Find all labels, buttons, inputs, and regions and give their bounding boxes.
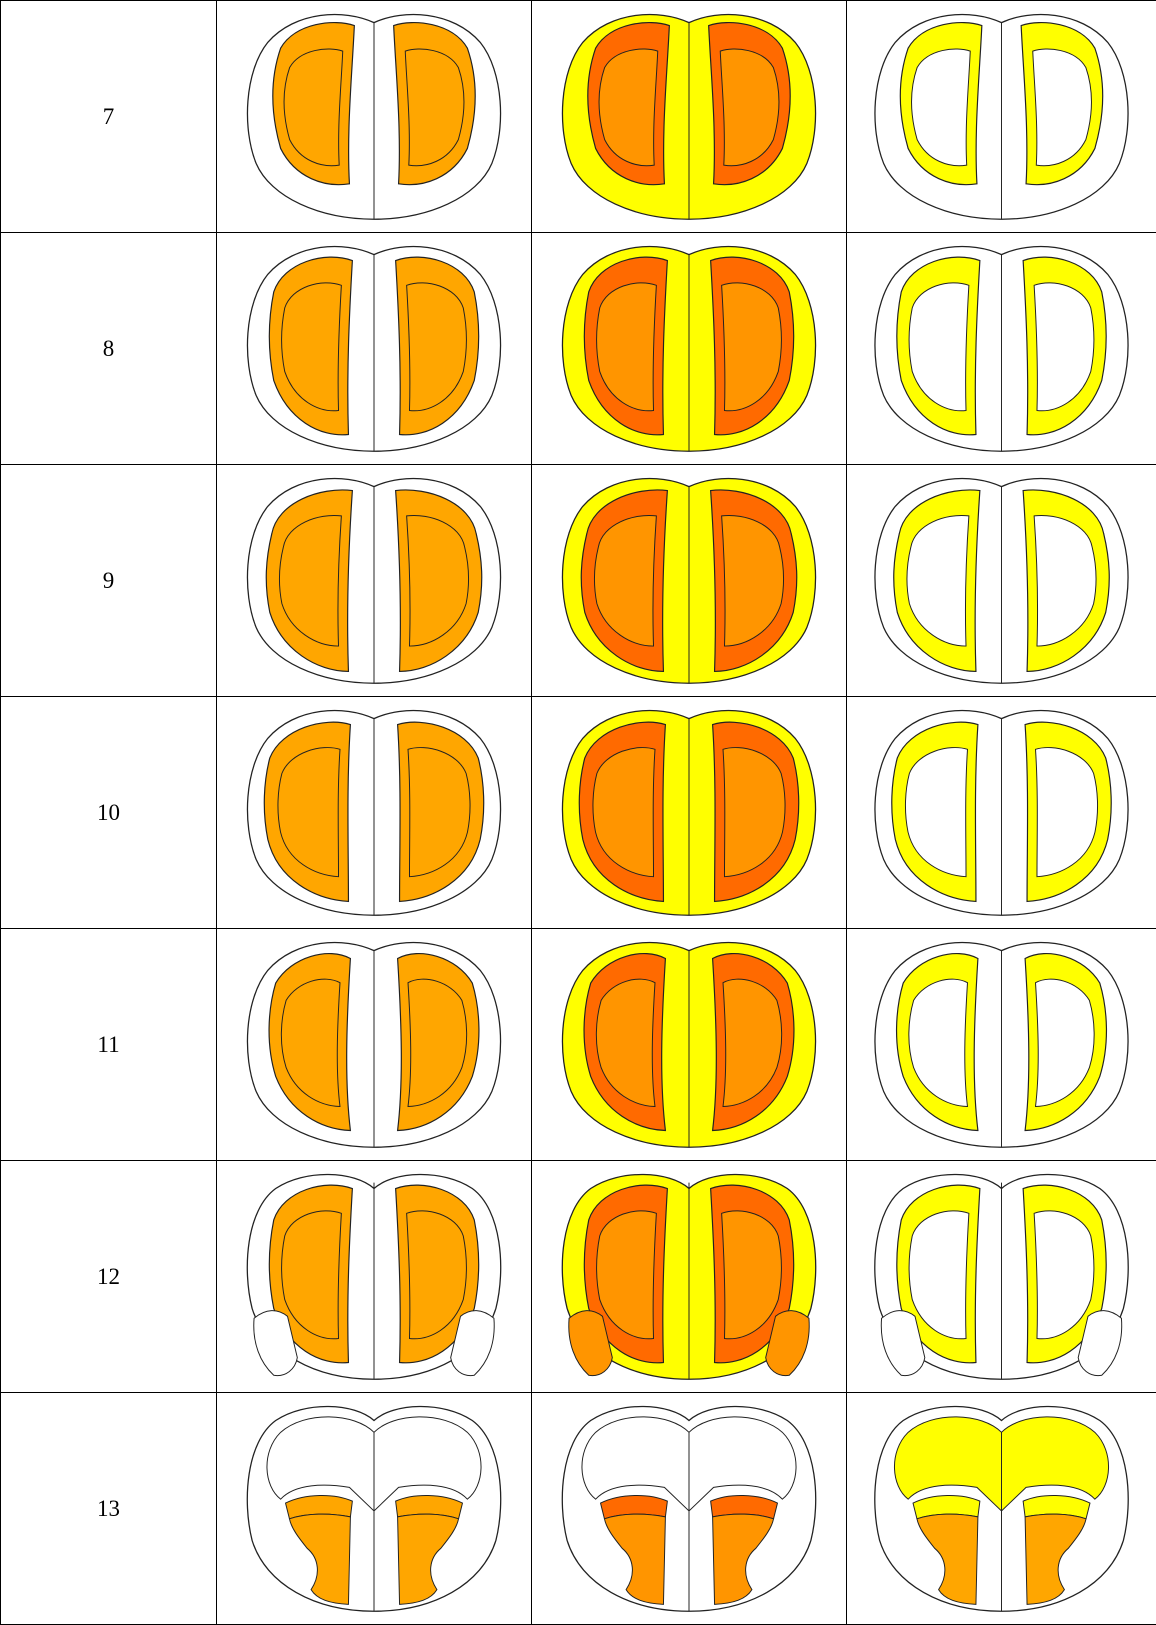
lobe-diagram: [847, 465, 1156, 696]
lobe-diagram: [847, 697, 1156, 928]
row-number-label: 12: [1, 1161, 217, 1393]
figure-cell: [532, 233, 847, 465]
lobe-diagram: [532, 1, 846, 232]
lobe-diagram: [532, 1393, 846, 1624]
lobe-diagram: [217, 929, 531, 1160]
figure-cell: [532, 465, 847, 697]
lobe-diagram: [532, 233, 846, 464]
lobe-diagram: [217, 233, 531, 464]
row-number-label: 10: [1, 697, 217, 929]
figure-cell: [847, 697, 1156, 929]
table-row: 13: [1, 1393, 1156, 1625]
figure-cell: [217, 697, 532, 929]
table-row: 7: [1, 1, 1156, 233]
table-row: 8: [1, 233, 1156, 465]
figure-cell: [217, 1161, 532, 1393]
lobe-diagram: [217, 1, 531, 232]
lobe-diagram: [847, 929, 1156, 1160]
figure-cell: [847, 233, 1156, 465]
lobe-diagram: [217, 697, 531, 928]
lobe-diagram: [217, 1161, 531, 1392]
figure-cell: [217, 1, 532, 233]
row-number-label: 7: [1, 1, 217, 233]
lobe-diagram: [217, 465, 531, 696]
figure-cell: [532, 697, 847, 929]
table-row: 11: [1, 929, 1156, 1161]
figure-cell: [847, 1393, 1156, 1625]
lobe-diagram: [847, 1393, 1156, 1624]
lobe-diagram: [532, 1161, 846, 1392]
lobe-diagram: [847, 1, 1156, 232]
figure-cell: [532, 929, 847, 1161]
lobe-diagram: [532, 929, 846, 1160]
lobe-diagram: [217, 1393, 531, 1624]
figure-cell: [847, 1161, 1156, 1393]
figure-cell: [217, 1393, 532, 1625]
table-row: 9: [1, 465, 1156, 697]
row-number-label: 8: [1, 233, 217, 465]
figure-cell: [847, 929, 1156, 1161]
figure-cell: [847, 1, 1156, 233]
figure-cell: [532, 1393, 847, 1625]
figure-cell: [217, 929, 532, 1161]
figure-cell: [847, 465, 1156, 697]
row-number-label: 9: [1, 465, 217, 697]
figure-cell: [532, 1161, 847, 1393]
lobe-diagram: [847, 1161, 1156, 1392]
table-row: 10: [1, 697, 1156, 929]
lobe-diagram: [532, 697, 846, 928]
figure-cell: [217, 233, 532, 465]
row-number-label: 13: [1, 1393, 217, 1625]
row-number-label: 11: [1, 929, 217, 1161]
lobe-diagram: [847, 233, 1156, 464]
table-row: 12: [1, 1161, 1156, 1393]
lobe-diagram: [532, 465, 846, 696]
figure-cell: [532, 1, 847, 233]
figure-cell: [217, 465, 532, 697]
